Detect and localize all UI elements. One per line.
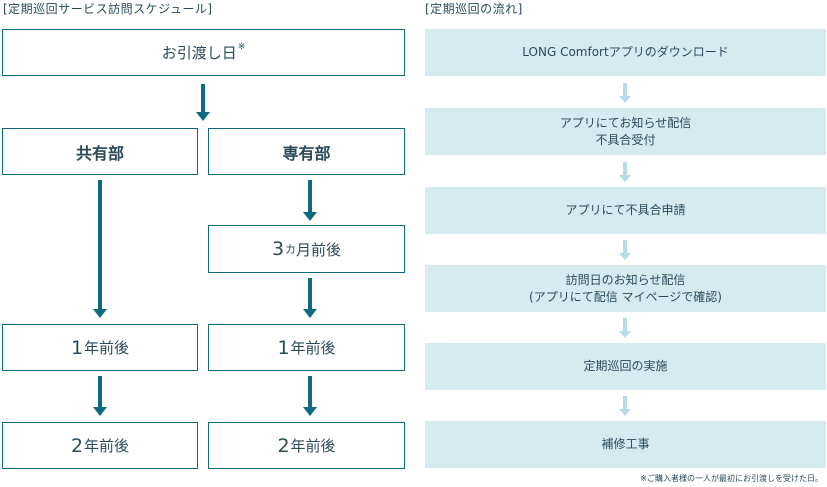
handover-note-mark: ※ [237, 41, 246, 52]
common-area-box: 共有部 [2, 128, 198, 175]
flow-step-3: アプリにて不具合申請 [425, 187, 826, 234]
flow-step-4-line2: (アプリにて配信 マイページで確認) [529, 289, 722, 304]
common-2year-number: 2 [70, 434, 84, 457]
flow-step-3-line1: アプリにて不具合申請 [565, 203, 686, 217]
common-1year-label: 年前後 [84, 339, 130, 357]
private-1year-label: 年前後 [290, 339, 336, 357]
private-area-label: 専有部 [282, 143, 331, 163]
footnote: ※ご購入者様の一人が最初にお引渡しを受けた日。 [640, 474, 823, 483]
private-2year-number: 2 [277, 434, 290, 457]
flow-step-1-line1: LONG Comfortアプリのダウンロード [522, 45, 729, 59]
flow-step-6: 補修工事 [425, 421, 826, 468]
flow-step-4-line1: 訪問日のお知らせ配信 [565, 272, 686, 287]
flow-step-6-line1: 補修工事 [601, 437, 650, 451]
flow-step-4: 訪問日のお知らせ配信 (アプリにて配信 マイページで確認) [425, 265, 826, 312]
flow-step-5-line1: 定期巡回の実施 [583, 359, 668, 373]
flow-step-2-line2: 不具合受付 [595, 132, 656, 147]
flow-step-5: 定期巡回の実施 [425, 343, 826, 390]
common-1year-number: 1 [70, 336, 84, 359]
private-2year-label: 年前後 [290, 437, 336, 455]
common-area-label: 共有部 [75, 143, 124, 163]
flow-heading: [定期巡回の流れ] [425, 2, 523, 16]
private-area-box: 専有部 [208, 128, 405, 175]
three-months-unit: カ [285, 243, 297, 256]
private-1year-number: 1 [277, 336, 290, 359]
flow-step-2: アプリにてお知らせ配信 不具合受付 [425, 108, 826, 155]
handover-label: お引渡し日 [161, 44, 237, 62]
three-months-label: 月前後 [296, 240, 342, 259]
flow-step-1: LONG Comfortアプリのダウンロード [425, 29, 826, 76]
schedule-heading: [定期巡回サービス訪問スケジュール] [3, 2, 213, 16]
common-2year-label: 年前後 [84, 437, 130, 455]
flow-step-2-line1: アプリにてお知らせ配信 [559, 115, 692, 130]
handover-box: お引渡し日※ [2, 29, 405, 76]
three-months-number: 3 [271, 238, 285, 260]
